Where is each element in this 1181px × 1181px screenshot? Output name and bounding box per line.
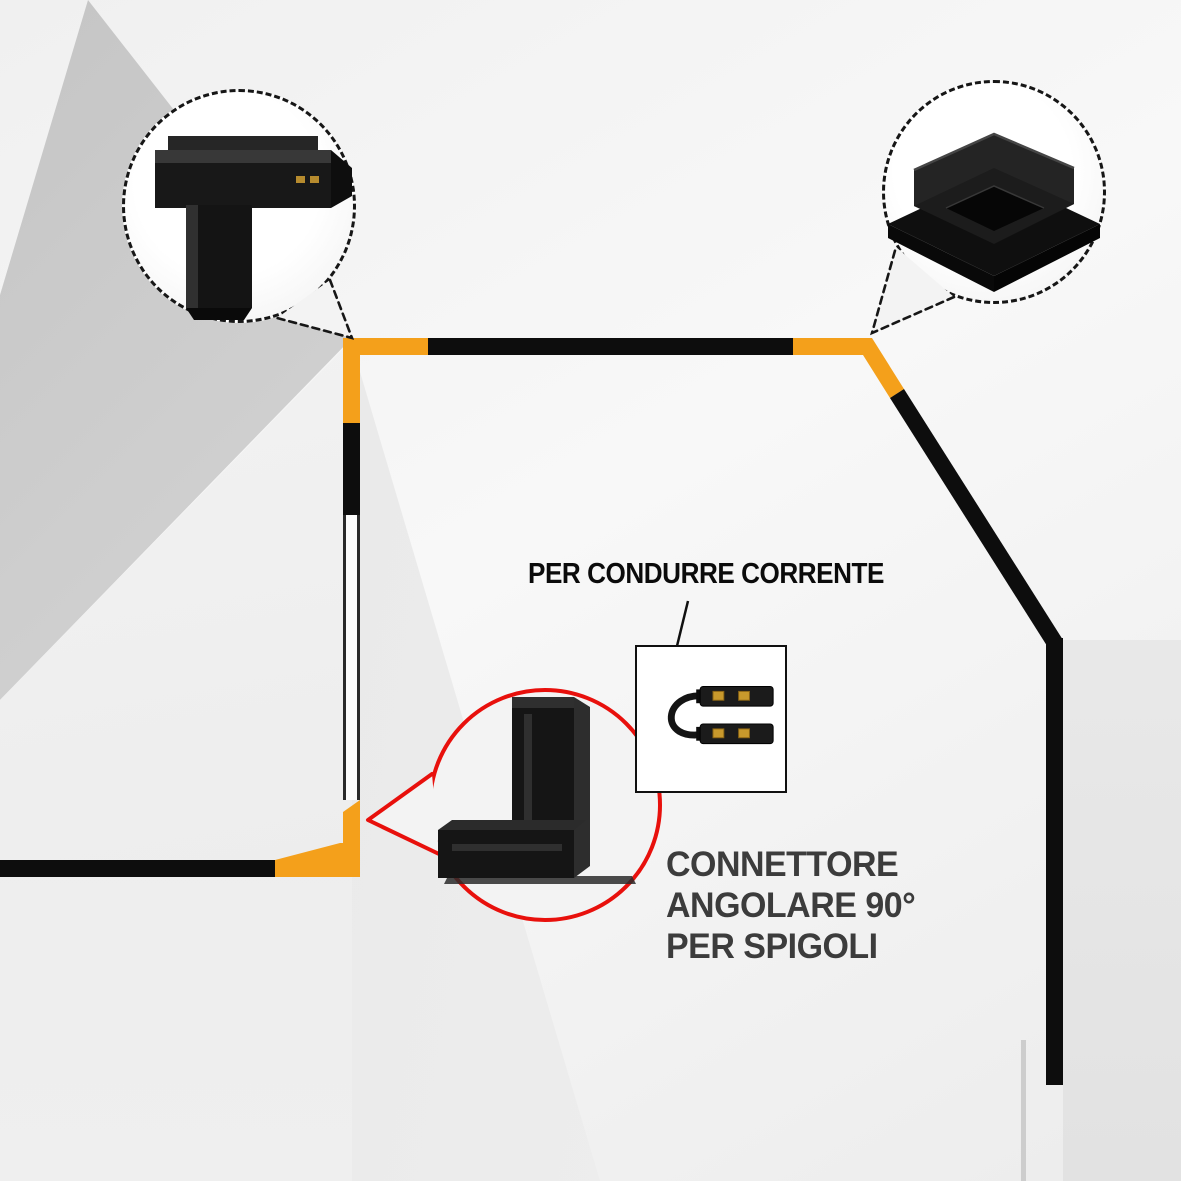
callout-bubble-corner-connector-right bbox=[882, 80, 1106, 304]
flex-connector-bar-top bbox=[699, 685, 774, 707]
flex-connector-bar-bottom bbox=[699, 723, 774, 745]
flex-contact-4 bbox=[738, 728, 750, 739]
flex-connector-box bbox=[635, 645, 787, 793]
track-diagonal bbox=[890, 389, 1063, 649]
connector-heading: CONNETTORE ANGOLARE 90° PER SPIGOLI bbox=[666, 845, 916, 968]
wall-corner-line bbox=[1021, 1040, 1026, 1181]
flex-contact-1 bbox=[712, 690, 725, 701]
flex-contact-3 bbox=[712, 728, 725, 739]
heading-line-1: CONNETTORE bbox=[666, 845, 899, 884]
flex-contact-2 bbox=[738, 690, 750, 701]
heading-line-2: ANGOLARE 90° bbox=[666, 885, 916, 925]
power-note-label: PER CONDURRE CORRENTE bbox=[528, 558, 884, 590]
callout-bubble-corner-connector-left bbox=[122, 89, 356, 323]
track-top-horizontal bbox=[428, 338, 793, 355]
flex-cable bbox=[667, 692, 710, 739]
callout-bubble-corner-profile bbox=[428, 688, 662, 922]
track-right-vertical bbox=[1046, 638, 1063, 1085]
flex-connector-photo bbox=[667, 685, 774, 745]
heading-line-3: PER SPIGOLI bbox=[666, 926, 878, 966]
track-corner-orange-top-right bbox=[793, 338, 904, 398]
label-pointer-line bbox=[675, 600, 690, 647]
